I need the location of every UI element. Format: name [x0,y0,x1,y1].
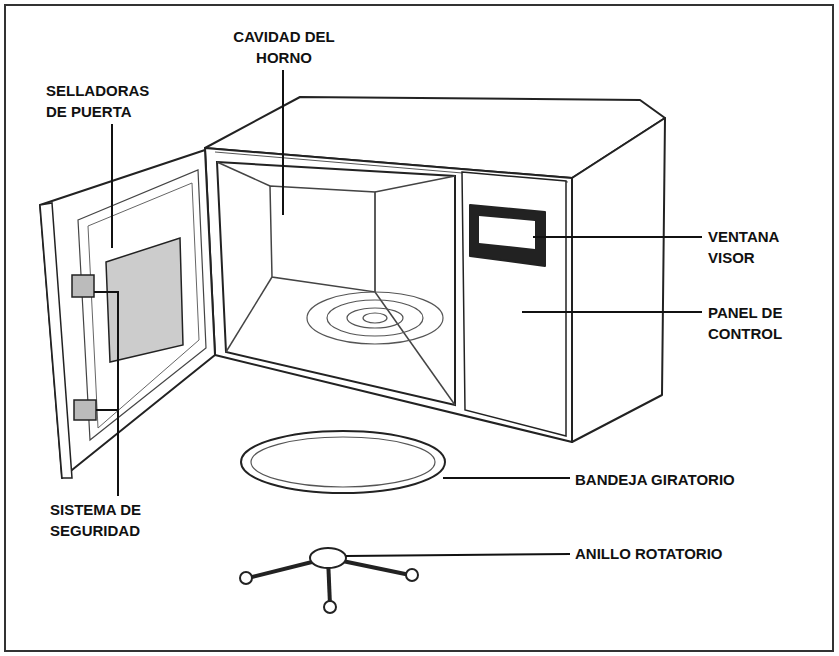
leader-line [346,554,570,556]
ring-roller [240,572,252,584]
leader-line [443,477,570,479]
oven-side [572,118,665,442]
floor-ring [363,313,387,323]
leader-line [94,292,118,496]
part-label: BANDEJA GIRATORIO [575,469,815,490]
part-label: SELLADORAS DE PUERTA [46,80,164,122]
ring-roller [324,601,336,613]
ring-hub [310,548,346,568]
door-latch [74,400,96,420]
floor-ring [307,292,443,344]
oven-door [40,150,215,478]
leader-line [522,311,702,313]
leader-line [282,70,284,215]
turntable [241,431,445,493]
door-seal [88,183,199,428]
frame [5,5,833,651]
part-label: ANILLO ROTATORIO [575,543,815,564]
ring-roller [406,569,418,581]
cavity-opening [217,162,455,405]
cavity-edge [375,192,376,292]
oven-front [205,148,572,442]
cavity-edge [217,162,270,186]
leader-line [96,409,118,411]
cavity-edge [375,176,455,192]
floor-ring [327,300,423,336]
part-label: PANEL DE CONTROL [708,302,818,344]
display-frame [470,205,545,266]
turntable-rim [251,437,435,487]
cavity-back [270,186,375,292]
leader-line [533,236,702,238]
part-label: SISTEMA DE SEGURIDAD [50,499,172,541]
part-label: VENTANA VISOR [708,226,818,268]
leader-line [111,124,113,248]
control-panel [462,172,566,436]
floor-ring [347,308,403,328]
display-window [479,216,535,249]
part-label: CAVIDAD DEL HORNO [218,26,350,68]
door-latch [72,275,94,297]
door-seal [78,170,206,440]
door-edge [40,203,72,478]
cavity-edge [226,277,272,352]
